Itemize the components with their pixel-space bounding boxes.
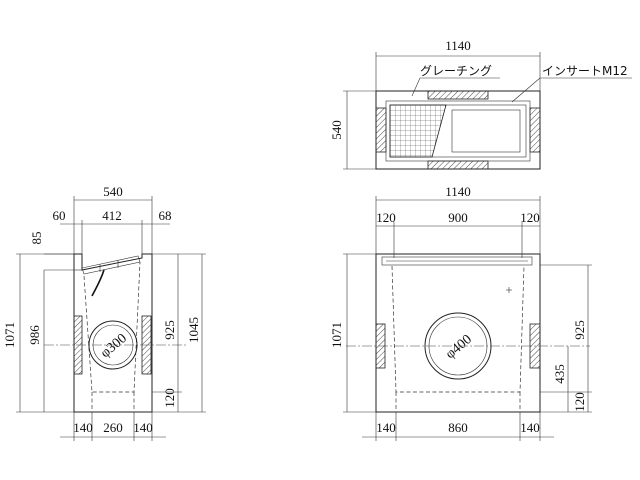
plan-width-dim: 1140	[445, 38, 471, 53]
side-view: φ300 540 60 412 68 85 1071 986 925 1045 …	[2, 184, 206, 441]
side-pipe-height-dim: 925	[162, 320, 177, 340]
side-lip-dim: 85	[29, 232, 44, 245]
front-top-left-dim: 120	[376, 210, 396, 225]
insert-label: インサートM12	[542, 64, 628, 78]
side-base-mid-dim: 260	[103, 420, 123, 435]
grating-leader	[411, 77, 421, 97]
side-width-dim: 540	[103, 184, 123, 199]
side-total-height-dim: 1071	[2, 322, 17, 348]
side-inner-height-dim: 986	[27, 325, 42, 345]
side-top-mid-dim: 412	[102, 208, 122, 223]
front-top-right-dim: 120	[520, 210, 540, 225]
front-top-mid-dim: 900	[448, 210, 468, 225]
plan-bottom-wall-hatch	[427, 160, 489, 170]
front-view: φ400 1140 120 900 120 1071 925 435 120 1…	[329, 184, 592, 441]
plan-depth-dim: 540	[329, 120, 344, 140]
side-base-left-dim: 140	[73, 420, 93, 435]
side-pipe-label: φ300	[98, 331, 130, 361]
insert-leader	[511, 77, 541, 103]
front-grating-bar	[381, 256, 533, 266]
grating-label: グレーチング	[420, 64, 492, 78]
front-base-mid-dim: 860	[448, 420, 468, 435]
front-base-left-dim: 140	[376, 420, 396, 435]
side-base-right-dim: 140	[133, 420, 153, 435]
plan-right-wall-hatch	[529, 107, 541, 153]
front-outline	[375, 253, 541, 413]
plan-inner-frame	[385, 100, 531, 162]
side-top-left-dim: 60	[53, 208, 66, 223]
plan-opening	[451, 109, 521, 153]
plan-view: 1140 540 グレーチング インサートM12	[329, 38, 632, 170]
side-top-right-dim: 68	[159, 208, 172, 223]
front-total-height-dim: 1071	[329, 322, 344, 348]
front-pipe-height-dim: 925	[572, 320, 587, 340]
side-grating	[81, 255, 141, 275]
side-bottom-dim: 120	[162, 388, 177, 408]
front-pipe-label: φ400	[443, 332, 475, 362]
front-base-right-dim: 140	[520, 420, 540, 435]
front-width-dim: 1140	[445, 184, 471, 199]
side-chain	[91, 269, 105, 297]
side-right-height-dim: 1045	[186, 317, 201, 343]
plan-left-wall-hatch	[375, 107, 387, 153]
plan-grating	[389, 104, 447, 158]
plan-top-wall-hatch	[427, 90, 489, 100]
front-bottom-dim: 120	[572, 392, 587, 412]
side-outline	[73, 253, 153, 413]
front-center-height-dim: 435	[552, 364, 567, 384]
